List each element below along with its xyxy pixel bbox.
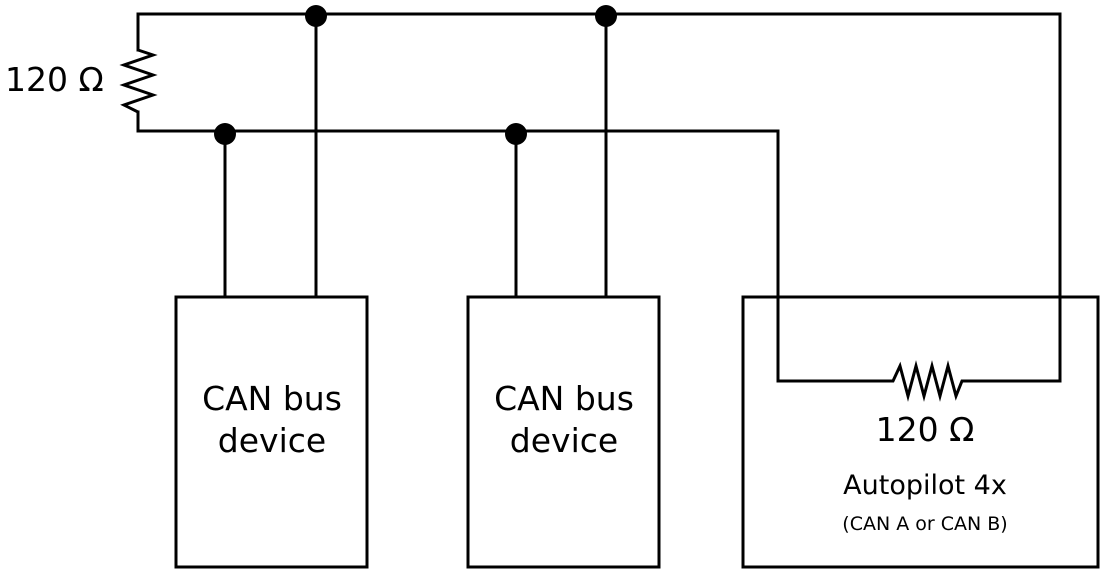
can-device-2-box <box>466 295 661 569</box>
left-resistor-label: 120 Ω <box>5 60 104 99</box>
device-2-label-line1: CAN bus <box>494 379 634 418</box>
top-bus-wire <box>136 12 1062 383</box>
autopilot-resistor-label: 120 Ω <box>876 410 975 449</box>
left-termination-resistor <box>119 48 158 114</box>
autopilot-box <box>741 295 1100 569</box>
autopilot-termination-resistor <box>778 360 1060 402</box>
device-1-label-line2: device <box>218 421 326 460</box>
autopilot-title: Autopilot 4x <box>843 470 1007 501</box>
can-device-1-box <box>174 295 369 569</box>
device-1-label-line1: CAN bus <box>202 379 342 418</box>
device-2-label-line2: device <box>510 421 618 460</box>
autopilot-subtitle: (CAN A or CAN B) <box>842 513 1007 535</box>
bottom-bus-wire <box>136 110 780 383</box>
